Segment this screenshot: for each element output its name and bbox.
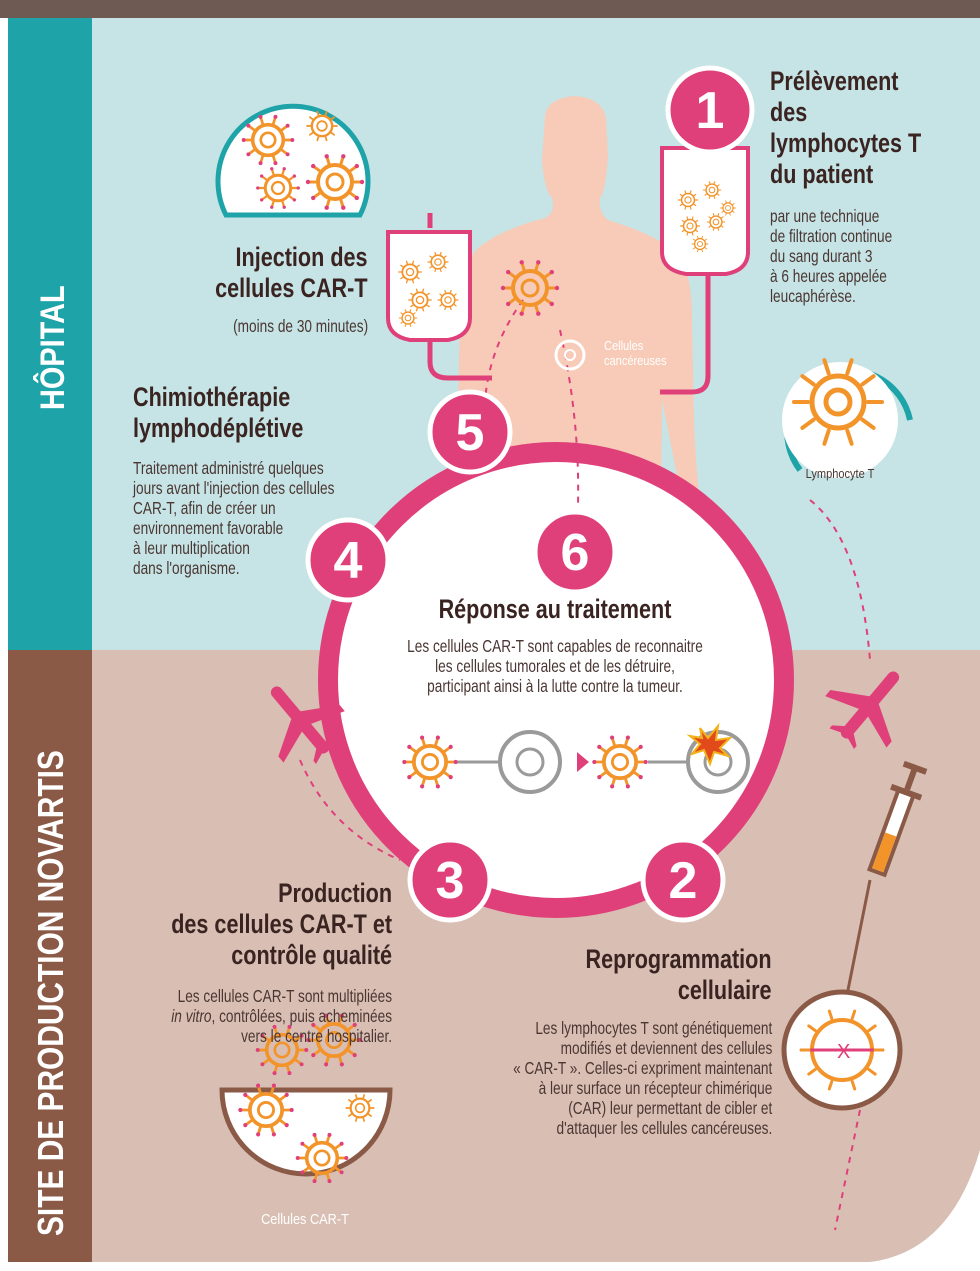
car-t-cell-icon xyxy=(306,1013,362,1067)
car-t-cell-icon xyxy=(691,235,709,253)
car-t-cell-icon xyxy=(677,190,699,210)
car-t-cell-icon xyxy=(256,167,300,209)
car-t-cell-icon xyxy=(305,154,365,210)
response-cells xyxy=(455,722,750,794)
svg-text:X: X xyxy=(837,1041,850,1063)
svg-text:2: 2 xyxy=(669,852,698,910)
car-t-cells-group xyxy=(238,110,736,1184)
in-vitro-text: in vitro xyxy=(171,1006,212,1026)
svg-text:4: 4 xyxy=(334,532,363,590)
step-6-title: Réponse au traitement xyxy=(438,594,672,624)
step-3-body: Les cellules CAR-T sont multipliées in v… xyxy=(171,986,392,1046)
car-t-cell-icon xyxy=(398,309,418,327)
car-t-cell-icon xyxy=(295,1132,349,1184)
car-t-cell-icon xyxy=(408,288,432,312)
lymphocyte-label: Lymphocyte T xyxy=(805,466,875,481)
top-bar xyxy=(0,0,980,18)
car-t-cell-icon xyxy=(398,260,422,284)
car-t-cell-icon xyxy=(592,735,648,789)
svg-text:3: 3 xyxy=(436,852,465,910)
car-t-cells-label: Cellules CAR-T xyxy=(261,1211,349,1228)
car-t-cell-icon xyxy=(238,1083,294,1137)
reprogrammed-cell-icon: X xyxy=(799,1009,885,1091)
badge-6: 6 xyxy=(532,509,618,595)
svg-text:5: 5 xyxy=(456,404,485,462)
airplane-left-icon xyxy=(270,686,345,764)
step-5-body: (moins de 30 minutes) xyxy=(232,316,368,336)
car-t-cell-icon xyxy=(345,1094,375,1122)
svg-text:1: 1 xyxy=(696,82,725,140)
badge-2: 2 xyxy=(640,837,726,923)
badge-4: 4 xyxy=(305,517,391,603)
iv-bag-right-icon xyxy=(660,128,750,395)
step-6-body: Les cellules CAR-T sont capables de reco… xyxy=(407,636,703,696)
cancer-cell-icon xyxy=(554,339,586,371)
car-t-cell-icon xyxy=(706,213,726,231)
car-t-cell-icon xyxy=(241,114,295,166)
car-t-cell-icon xyxy=(306,110,338,142)
car-t-cell-icon xyxy=(702,181,722,199)
svg-text:6: 6 xyxy=(561,524,590,582)
car-t-cell-icon xyxy=(500,260,560,316)
car-t-cell-icon xyxy=(720,200,736,216)
car-t-cell-icon xyxy=(427,251,449,273)
section-label-production: SITE DE PRODUCTION NOVARTIS xyxy=(30,750,71,1236)
car-t-cell-icon xyxy=(437,289,459,311)
badge-5: 5 xyxy=(427,389,513,475)
production-band xyxy=(8,650,92,1262)
badge-1: 1 xyxy=(665,65,755,155)
lymphocyte-big-icon xyxy=(792,358,884,446)
hospital-band xyxy=(8,18,92,650)
car-t-cell-icon xyxy=(255,1024,309,1076)
central-ring xyxy=(318,442,794,918)
iv-bag-left-icon xyxy=(386,213,492,381)
car-t-cell-icon xyxy=(402,735,458,789)
syringe-icon xyxy=(866,760,928,878)
badge-3: 3 xyxy=(407,837,493,923)
car-t-cell-icon xyxy=(679,216,701,236)
car-t-bubble xyxy=(219,1087,393,1177)
explosion-icon xyxy=(686,722,733,767)
section-label-hospital: HÔPITAL xyxy=(34,285,72,410)
airplane-right-icon xyxy=(825,671,900,749)
